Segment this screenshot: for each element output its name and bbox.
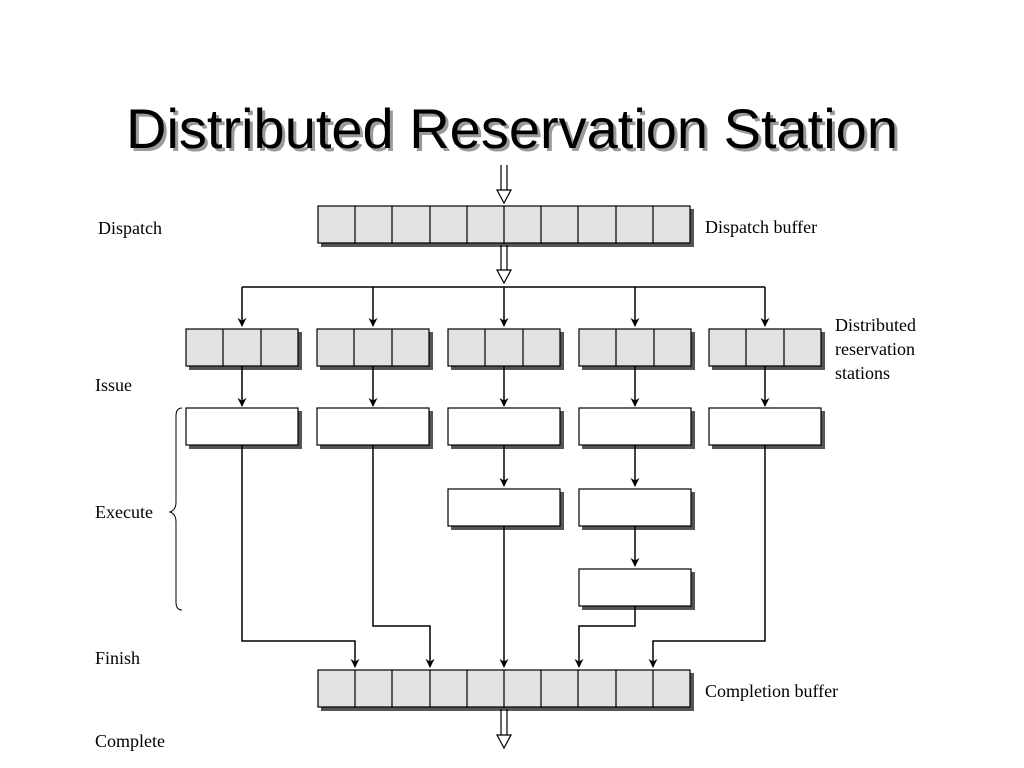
stage-label-complete: Complete xyxy=(95,731,165,751)
dispatch-buffer-label: Dispatch buffer xyxy=(705,217,817,237)
reservation-stations-label-line2: reservation xyxy=(835,339,915,359)
stage-label-execute: Execute xyxy=(95,502,153,522)
distribution-bus xyxy=(237,286,770,327)
issue-arrows xyxy=(237,366,770,407)
dispatch-out-hollow-arrow xyxy=(495,245,513,285)
slide-title: Distributed Reservation Station xyxy=(126,97,898,160)
stage-label-dispatch: Dispatch xyxy=(98,218,162,238)
execution-unit-3-stage-1 xyxy=(447,407,564,449)
stage-label-issue: Issue xyxy=(95,375,132,395)
execution-unit-4-stage-3 xyxy=(578,568,695,610)
reservation-station-4 xyxy=(578,328,695,370)
reservation-station-5 xyxy=(708,328,825,370)
execution-unit-4-stage-1 xyxy=(578,407,695,449)
execute-brace xyxy=(168,407,183,611)
reservation-station-3 xyxy=(447,328,564,370)
execution-unit-1-stage-1 xyxy=(185,407,302,449)
stage-label-finish: Finish xyxy=(95,648,140,668)
reservation-station-2 xyxy=(316,328,433,370)
execution-unit-3-stage-2 xyxy=(447,488,564,530)
execution-unit-4-stage-2 xyxy=(578,488,695,530)
finish-paths xyxy=(241,445,766,668)
execute-stage-2-arrows xyxy=(499,445,640,487)
reservation-stations-label-line1: Distributed xyxy=(835,315,916,335)
execution-unit-5-stage-1 xyxy=(708,407,825,449)
reservation-stations-label-line3: stations xyxy=(835,363,890,383)
dispatch-buffer xyxy=(317,205,694,247)
input-hollow-arrow xyxy=(495,165,513,205)
completion-buffer xyxy=(317,669,694,711)
completion-buffer-label: Completion buffer xyxy=(705,681,838,701)
reservation-station-1 xyxy=(185,328,302,370)
output-hollow-arrow xyxy=(495,709,513,750)
execution-unit-2-stage-1 xyxy=(316,407,433,449)
